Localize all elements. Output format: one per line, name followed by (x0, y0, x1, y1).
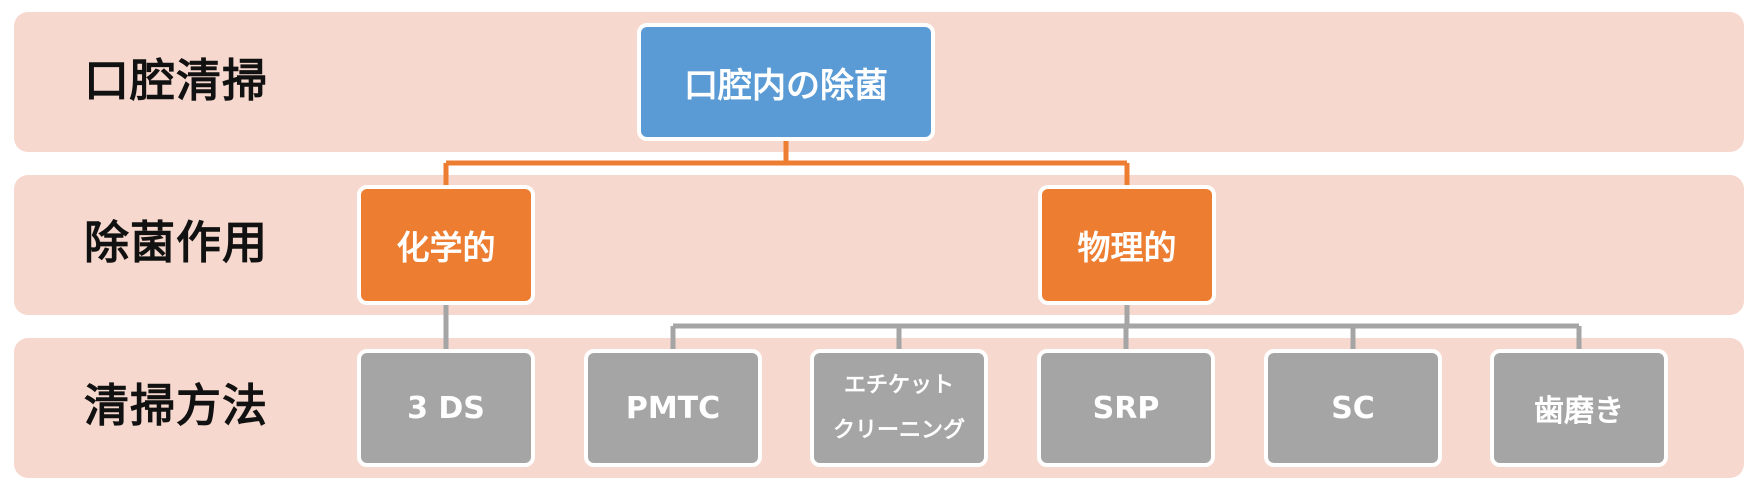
row-label-cleaning-methods: 清掃方法 (84, 379, 269, 432)
node-chemical: 化学的 (357, 185, 535, 305)
node-oral-sterilization: 口腔内の除菌 (637, 23, 935, 141)
node-method-toothbrushing: 歯磨き (1490, 349, 1668, 467)
node-method-etiquette-cleaning: エチケット クリーニング (810, 349, 988, 467)
node-method-3ds: 3 DS (357, 349, 535, 467)
node-method-sc: SC (1264, 349, 1442, 467)
row-label-oral-cleaning: 口腔清掃 (84, 54, 269, 107)
node-method-srp: SRP (1037, 349, 1215, 467)
method-label-line1: エチケット (843, 373, 954, 398)
node-physical: 物理的 (1038, 185, 1216, 305)
method-label-line2: クリーニング (832, 418, 965, 443)
node-method-pmtc: PMTC (584, 349, 762, 467)
row-label-sterilization: 除菌作用 (84, 216, 269, 269)
row-band-sterilization (14, 175, 1744, 315)
